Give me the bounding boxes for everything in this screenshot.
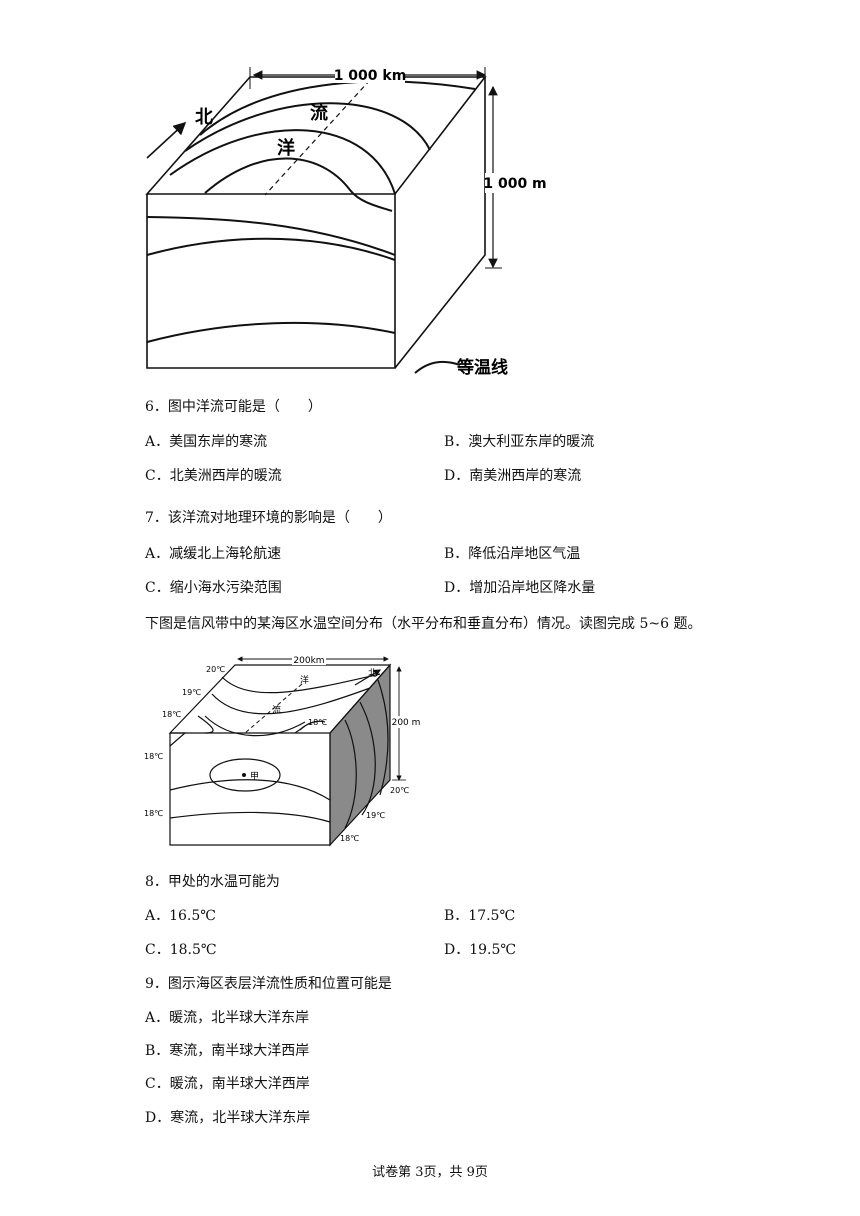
q6-option-d: D．南美洲西岸的寒流	[444, 468, 582, 484]
isotherm-label: 18℃	[162, 710, 181, 719]
q8-option-c: C．18.5℃	[145, 942, 217, 958]
q7-option-c: C．缩小海水污染范围	[145, 580, 282, 596]
north-label: 北	[195, 107, 213, 128]
ocean-current-block-diagram-1: 1 000 km 1 000 m 北 流 洋 等温线	[145, 65, 547, 378]
isotherm-label: 20℃	[390, 786, 409, 795]
current-label-1: 流	[310, 102, 328, 124]
north-arrow	[146, 121, 187, 159]
isotherm-label: 18℃	[308, 718, 327, 727]
isotherm-label: 18℃	[340, 834, 359, 843]
q9-option-a: A．暖流，北半球大洋东岸	[145, 1010, 310, 1026]
point-jia-label: 甲	[250, 771, 259, 782]
depth-label: 200 m	[392, 718, 421, 728]
depth-label: 1 000 m	[483, 176, 546, 192]
north-arrow	[354, 669, 382, 686]
section-intro: 下图是信风带中的某海区水温空间分布（水平分布和垂直分布）情况。读图完成 5~6 …	[145, 616, 702, 632]
isotherm-label: 20℃	[206, 665, 225, 674]
q7-option-a: A．减缓北上海轮航速	[145, 546, 282, 562]
current-label-1: 洋	[300, 674, 309, 686]
isotherm-label: 18℃	[144, 752, 163, 761]
question-6-stem: 6．图中洋流可能是（ ）	[145, 399, 322, 415]
question-8-stem: 8．甲处的水温可能为	[145, 874, 280, 890]
north-label: 北	[368, 668, 377, 679]
width-label: 1 000 km	[334, 68, 407, 84]
isotherm-label: 19℃	[366, 811, 385, 820]
width-label: 200km	[293, 656, 324, 666]
isotherm-legend-line	[414, 360, 461, 374]
q8-option-d: D．19.5℃	[444, 942, 517, 958]
q9-option-b: B．寒流，南半球大洋西岸	[145, 1043, 310, 1059]
current-axis-dashed	[264, 79, 371, 196]
q7-option-d: D．增加沿岸地区降水量	[444, 580, 596, 596]
q7-option-b: B．降低沿岸地区气温	[444, 546, 581, 562]
q9-option-c: C．暖流，南半球大洋西岸	[145, 1076, 310, 1092]
question-9-stem: 9．图示海区表层洋流性质和位置可能是	[145, 976, 392, 992]
legend-label: 等温线	[457, 357, 508, 378]
q6-option-a: A．美国东岸的寒流	[145, 434, 268, 450]
q8-option-b: B．17.5℃	[444, 908, 516, 924]
q6-option-b: B．澳大利亚东岸的暖流	[444, 434, 595, 450]
isotherm-label: 18℃	[144, 809, 163, 818]
q9-option-d: D．寒流，北半球大洋东岸	[145, 1110, 311, 1126]
current-label-2: 洋	[277, 137, 295, 159]
ocean-temperature-block-diagram-2: 200km 200 m 北 洋 流 甲 20℃ 19℃ 18℃ 18℃ 18℃ …	[144, 653, 422, 847]
current-label-2: 流	[272, 704, 281, 716]
q6-option-c: C．北美洲西岸的暖流	[145, 468, 282, 484]
question-7-stem: 7．该洋流对地理环境的影响是（ ）	[145, 510, 392, 526]
isotherm-loop-jia	[209, 758, 281, 792]
isotherm-label: 19℃	[182, 688, 201, 697]
page-footer: 试卷第 3页，共 9页	[372, 1165, 488, 1180]
q8-option-a: A．16.5℃	[145, 908, 216, 924]
